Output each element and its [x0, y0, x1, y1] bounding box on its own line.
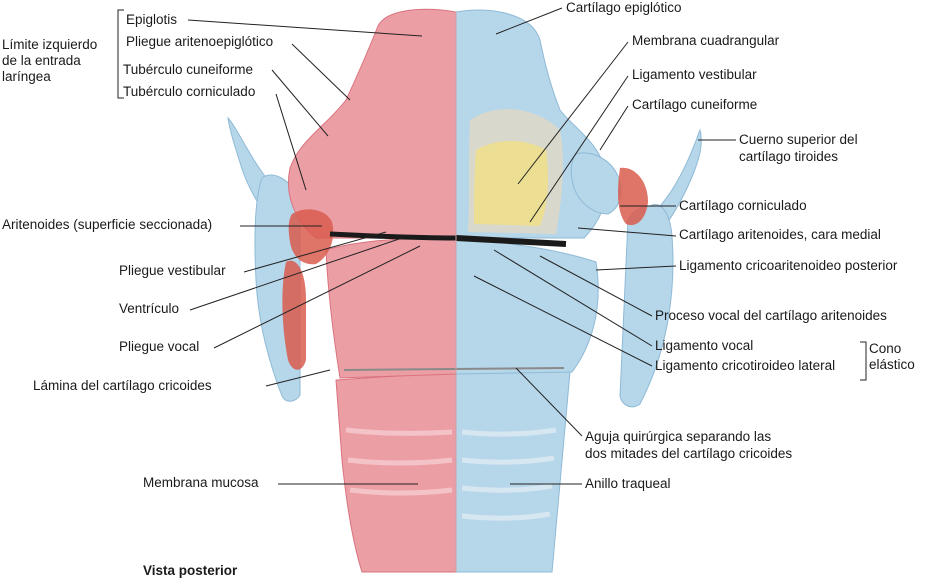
- label-membrana-mucosa: Membrana mucosa: [143, 475, 259, 490]
- label-membrana-cuadrangular: Membrana cuadrangular: [632, 33, 780, 48]
- label-aguja-2: dos mitades del cartílago cricoides: [585, 446, 793, 461]
- trachea-left-half: [335, 371, 457, 573]
- label-cartilago-corniculado: Cartílago corniculado: [679, 198, 807, 213]
- left-tracheal-rings: [345, 427, 453, 496]
- label-proceso-vocal: Proceso vocal del cartílago aritenoides: [655, 308, 887, 323]
- label-cartilago-epiglotico: Cartílago epiglótico: [566, 0, 682, 15]
- label-pliegue-aritenoepiglotico: Pliegue aritenoepiglótico: [126, 34, 274, 49]
- label-epiglotis: Epiglotis: [126, 12, 178, 27]
- right-cricoid-half: [455, 239, 599, 375]
- leader-proceso-vocal: [539, 255, 653, 317]
- bracket-left: [117, 9, 124, 99]
- surgical-needle: [343, 367, 565, 371]
- leader-lamina-cricoides: [265, 369, 331, 387]
- label-cartilago-cuneiforme: Cartílago cuneiforme: [632, 97, 758, 112]
- label-ligamento-vestibular: Ligamento vestibular: [632, 67, 757, 82]
- leader-ventriculo: [189, 237, 403, 311]
- leader-pliegue-vocal: [213, 245, 421, 349]
- leader-membrana-cuadrangular: [517, 41, 629, 185]
- label-lig-cricotiroideo: Ligamento cricotiroideo lateral: [655, 358, 836, 373]
- left-muscle: [282, 260, 306, 370]
- label-tuberculo-corniculado: Tubérculo corniculado: [123, 84, 256, 99]
- label-vista-posterior: Vista posterior: [143, 563, 238, 578]
- tracheal-rings: [461, 427, 557, 521]
- label-cuerno-superior: Cuerno superior del: [739, 132, 858, 147]
- label-pliegue-vocal: Pliegue vocal: [119, 339, 200, 354]
- leader-lines: [117, 7, 867, 485]
- fat-region: [474, 140, 548, 226]
- label-ligamento-vocal: Ligamento vocal: [655, 338, 754, 353]
- leader-lig-cricotiroideo: [473, 275, 653, 367]
- left-cricoid-half: [325, 237, 457, 379]
- right-cuneiform-cartilage: [570, 152, 622, 215]
- leader-aguja: [515, 367, 583, 437]
- right-muscle: [618, 167, 648, 226]
- label-ventriculo: Ventrículo: [119, 301, 180, 316]
- leader-tuberculo-corniculado: [275, 93, 307, 191]
- glottis-left: [329, 231, 457, 241]
- label-cartilago-tiroides: cartílago tiroides: [739, 149, 839, 164]
- label-aritenoides-medial: Cartílago aritenoides, cara medial: [679, 227, 881, 242]
- leader-lig-cricoaritenoideo: [595, 265, 677, 271]
- label-lamina-cricoides: Lámina del cartílago cricoides: [33, 378, 212, 393]
- leader-ligamento-vestibular: [529, 75, 629, 223]
- label-aritenoides-seccionada: Aritenoides (superficie seccionada): [2, 217, 213, 232]
- label-lig-cricoaritenoideo: Ligamento cricoaritenoideo posterior: [679, 258, 898, 273]
- label-tuberculo-cuneiforme: Tubérculo cuneiforme: [123, 62, 254, 77]
- label-de-la-entrada: de la entrada: [2, 53, 81, 68]
- bracket-right: [860, 341, 867, 381]
- label-pliegue-vestibular: Pliegue vestibular: [119, 263, 226, 278]
- label-laringea: laríngea: [2, 69, 51, 84]
- leader-tuberculo-cuneiforme: [271, 69, 329, 137]
- glottis-right: [455, 235, 567, 247]
- trachea-right-half: [455, 371, 571, 573]
- leader-epiglotis: [187, 19, 423, 37]
- epiglottis-left-half: [287, 8, 457, 239]
- label-anillo-traqueal: Anillo traqueal: [585, 476, 671, 491]
- label-limite-izquierdo: Límite izquierdo: [2, 37, 98, 52]
- leader-cartilago-epiglotico: [495, 7, 563, 35]
- leader-ligamento-vocal: [493, 249, 653, 347]
- leader-pliegue-vestibular: [243, 231, 387, 273]
- leader-cartilago-cuneiforme: [599, 105, 629, 151]
- leader-pliegue-aritenoepiglotico: [291, 43, 351, 101]
- label-cono: Cono: [869, 341, 902, 356]
- leader-aritenoides-medial: [577, 227, 677, 237]
- label-aguja-1: Aguja quirúrgica separando las: [585, 429, 772, 444]
- label-elastico: elástico: [869, 357, 915, 372]
